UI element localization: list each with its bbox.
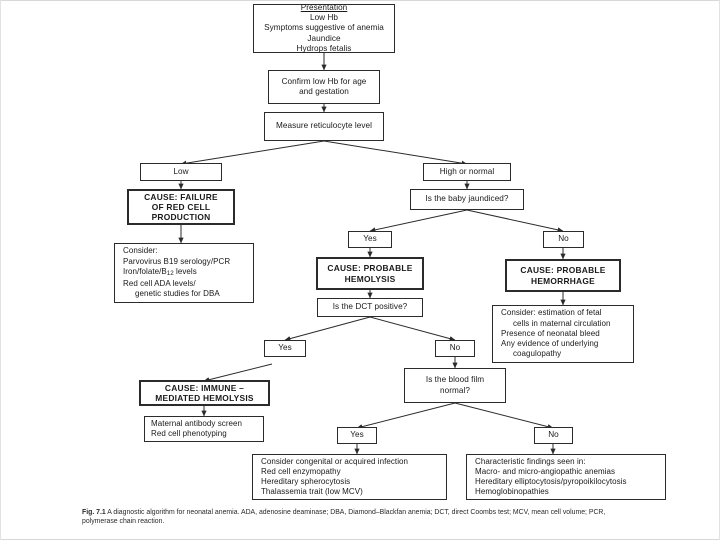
blood-film-line-2: normal?	[440, 385, 470, 395]
measure-label: Measure reticulocyte level	[276, 121, 372, 131]
node-consider-production-workup: Consider: Parvovirus B19 serology/PCR Ir…	[114, 243, 254, 303]
node-presentation: Presentation Low Hb Symptoms suggestive …	[253, 3, 395, 53]
film-no-findings-line-3: Hereditary elliptocytosis/pyropoikilocyt…	[475, 477, 627, 486]
cause-hemorrhage-line-2: HEMORRHAGE	[531, 275, 595, 286]
b12-subscript: 12	[166, 269, 174, 277]
film-yes-label: Yes	[350, 430, 364, 440]
node-confirm-low-hb: Confirm low Hb for age and gestation	[268, 70, 380, 104]
low-label: Low	[173, 166, 189, 176]
node-cause-probable-hemorrhage: CAUSE: PROBABLE HEMORRHAGE	[505, 259, 621, 292]
consider-hemorrhage-line-1: Consider: estimation of fetal	[501, 308, 602, 318]
node-film-yes: Yes	[337, 427, 377, 444]
b12-suffix: levels	[173, 266, 197, 276]
cause-immune-line-2: MEDIATED HEMOLYSIS	[155, 393, 254, 403]
film-yes-findings-line-2: Red cell enzymopathy	[261, 466, 341, 476]
consider-production-line-5: genetic studies for DBA	[135, 289, 220, 299]
presentation-line-2: Symptoms suggestive of anemia	[264, 23, 384, 33]
antibody-line-1: Maternal antibody screen	[151, 418, 243, 428]
node-film-abnormal-findings: Characteristic findings seen in: Macro- …	[466, 454, 666, 500]
node-cause-failure-red-cell-production: CAUSE: FAILURE OF RED CELL PRODUCTION	[127, 189, 235, 225]
node-antibody-tests: Maternal antibody screen Red cell phenot…	[144, 416, 264, 442]
presentation-title: Presentation	[300, 3, 348, 12]
node-is-dct-positive: Is the DCT positive?	[317, 298, 423, 317]
confirm-line-2: and gestation	[299, 87, 349, 96]
presentation-line-3: Jaundice	[307, 33, 341, 43]
cause-hemolysis-line-2: HEMOLYSIS	[344, 273, 396, 284]
confirm-line-1: Confirm low Hb for age	[281, 76, 367, 86]
blood-film-line-1: Is the blood film	[425, 375, 485, 385]
cause-hemolysis-line-1: CAUSE: PROBABLE	[327, 263, 413, 274]
node-film-no: No	[534, 427, 573, 444]
consider-hemorrhage-line-3: Presence of neonatal bleed	[501, 328, 600, 338]
node-dct-no: No	[435, 340, 475, 357]
node-cause-immune-mediated-hemolysis: CAUSE: IMMUNE – MEDIATED HEMOLYSIS	[139, 380, 270, 406]
node-is-blood-film-normal: Is the blood film normal?	[404, 368, 506, 403]
node-dct-yes: Yes	[264, 340, 306, 357]
consider-production-line-1: Consider:	[123, 246, 158, 256]
antibody-line-2: Red cell phenotyping	[151, 429, 227, 438]
consider-production-line-4: Red cell ADA levels/	[123, 279, 196, 289]
figure-caption: Fig. 7.1 A diagnostic algorithm for neon…	[82, 508, 642, 527]
figure-caption-text: A diagnostic algorithm for neonatal anem…	[82, 509, 606, 526]
dct-no-label: No	[449, 343, 461, 353]
dct-label: Is the DCT positive?	[332, 302, 408, 312]
consider-production-line-2: Parvovirus B19 serology/PCR	[123, 256, 231, 266]
consider-hemorrhage-line-4: Any evidence of underlying	[501, 339, 599, 349]
cause-failure-line-3: PRODUCTION	[151, 212, 211, 223]
cause-failure-line-1: CAUSE: FAILURE	[144, 191, 218, 202]
node-measure-reticulocyte: Measure reticulocyte level	[264, 112, 384, 141]
node-film-normal-findings: Consider congenital or acquired infectio…	[252, 454, 447, 500]
page-left-rule	[0, 0, 1, 540]
jaundiced-label: Is the baby jaundiced?	[425, 194, 509, 204]
cause-failure-line-2: OF RED CELL	[151, 201, 211, 212]
film-yes-findings-line-1: Consider congenital or acquired infectio…	[261, 456, 409, 466]
jaundiced-yes-label: Yes	[363, 234, 377, 244]
node-is-baby-jaundiced: Is the baby jaundiced?	[410, 189, 524, 210]
node-jaundiced-yes: Yes	[348, 231, 392, 248]
node-jaundiced-no: No	[543, 231, 584, 248]
film-yes-findings-line-3: Hereditary spherocytosis	[261, 477, 351, 486]
film-no-label: No	[548, 430, 559, 440]
film-no-findings-line-1: Characteristic findings seen in:	[475, 456, 586, 466]
dct-yes-label: Yes	[278, 343, 292, 353]
figure-caption-label: Fig. 7.1	[82, 509, 106, 516]
consider-production-line-3: Iron/folate/B12 levels	[123, 267, 197, 279]
node-consider-hemorrhage-workup: Consider: estimation of fetal cells in m…	[492, 305, 634, 363]
b12-prefix: Iron/folate/B	[123, 266, 167, 276]
cause-hemorrhage-line-1: CAUSE: PROBABLE	[520, 265, 606, 276]
film-no-findings-line-2: Macro- and micro-angiopathic anemias	[475, 466, 616, 476]
consider-hemorrhage-line-5: coagulopathy	[513, 349, 562, 359]
high-or-normal-label: High or normal	[439, 166, 495, 176]
page-top-rule	[0, 0, 720, 1]
film-no-findings-line-4: Hemoglobinopathies	[475, 487, 549, 497]
node-high-or-normal: High or normal	[423, 163, 511, 181]
jaundiced-no-label: No	[558, 234, 569, 244]
presentation-line-1: Low Hb	[309, 13, 339, 23]
cause-immune-line-1: CAUSE: IMMUNE –	[164, 382, 245, 393]
presentation-line-4: Hydrops fetalis	[296, 43, 352, 53]
node-low: Low	[140, 163, 222, 181]
node-cause-probable-hemolysis: CAUSE: PROBABLE HEMOLYSIS	[316, 257, 424, 290]
consider-hemorrhage-line-2: cells in maternal circulation	[513, 318, 611, 328]
film-yes-findings-line-4: Thalassemia trait (low MCV)	[261, 487, 363, 497]
